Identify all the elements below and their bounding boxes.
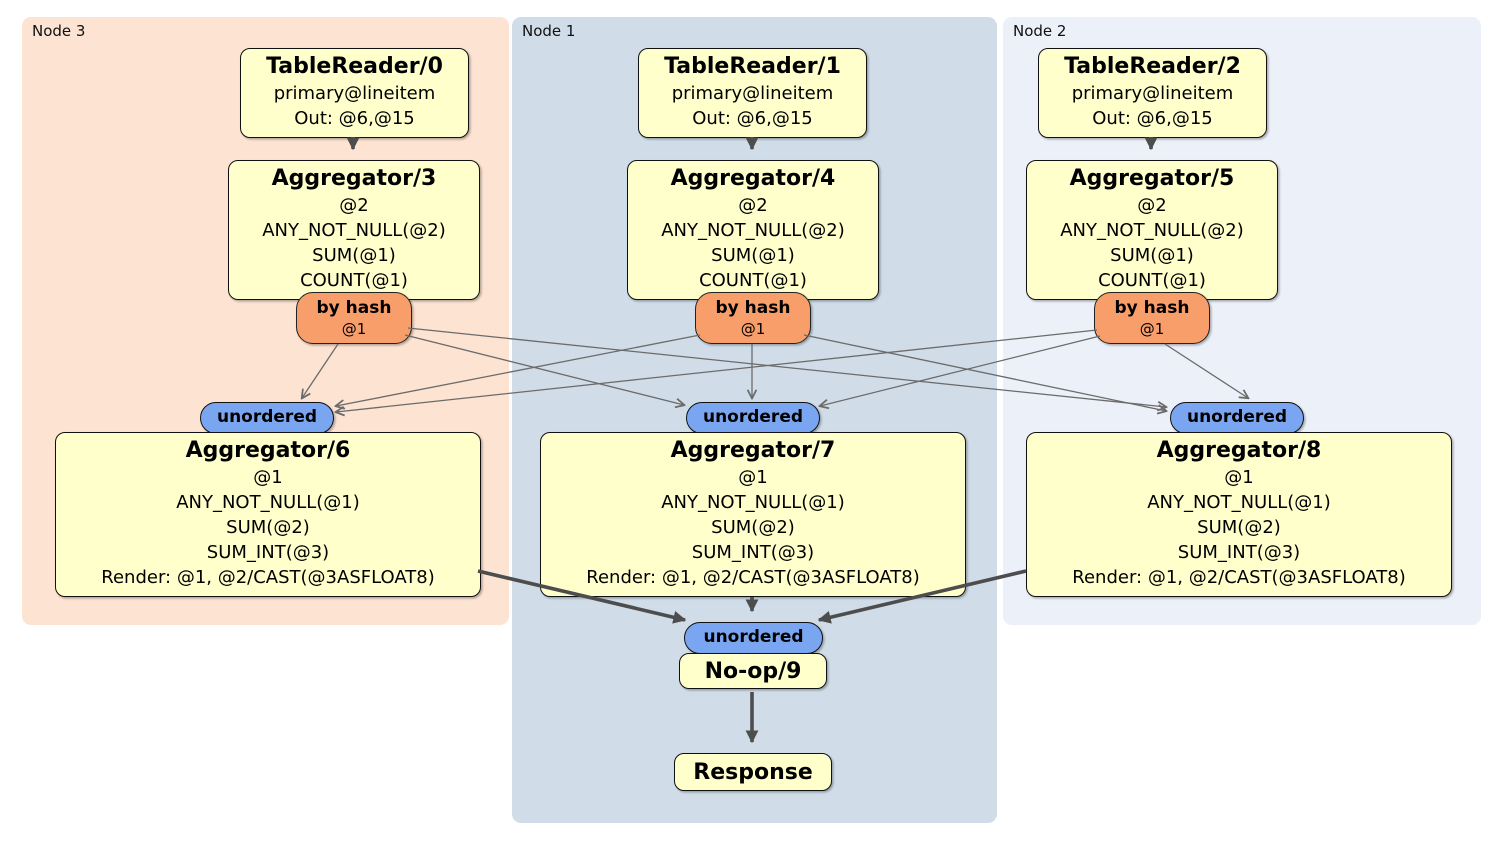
aggregator-4-line: SUM(@1) <box>711 245 795 266</box>
aggregator-4-box: Aggregator/4 @2 ANY_NOT_NULL(@2) SUM(@1)… <box>627 160 879 300</box>
aggregator-4-line: ANY_NOT_NULL(@2) <box>661 220 845 241</box>
aggregator-6-line: SUM_INT(@3) <box>206 542 330 563</box>
tablereader-0-title: TableReader/0 <box>266 54 443 79</box>
aggregator-4-line: @2 <box>738 195 768 216</box>
response-box: Response <box>674 753 832 791</box>
aggregator-7-line: SUM(@2) <box>711 517 795 538</box>
tablereader-1-title: TableReader/1 <box>664 54 841 79</box>
collector-1: unordered <box>686 402 820 434</box>
aggregator-8-box: Aggregator/8 @1 ANY_NOT_NULL(@1) SUM(@2)… <box>1026 432 1452 597</box>
aggregator-5-title: Aggregator/5 <box>1069 166 1235 191</box>
aggregator-6-title: Aggregator/6 <box>185 438 351 463</box>
node-1-label: Node 1 <box>522 22 576 40</box>
aggregator-3-box: Aggregator/3 @2 ANY_NOT_NULL(@2) SUM(@1)… <box>228 160 480 300</box>
tablereader-1-box: TableReader/1 primary@lineitem Out: @6,@… <box>638 48 867 138</box>
node-3-label: Node 3 <box>32 22 86 40</box>
tablereader-2-out: Out: @6,@15 <box>1092 108 1213 129</box>
aggregator-4-title: Aggregator/4 <box>670 166 836 191</box>
aggregator-5-line: ANY_NOT_NULL(@2) <box>1060 220 1244 241</box>
aggregator-7-box: Aggregator/7 @1 ANY_NOT_NULL(@1) SUM(@2)… <box>540 432 966 597</box>
aggregator-8-line: SUM_INT(@3) <box>1177 542 1301 563</box>
aggregator-5-line: SUM(@1) <box>1110 245 1194 266</box>
aggregator-5-line: COUNT(@1) <box>1098 270 1206 291</box>
aggregator-3-line: SUM(@1) <box>312 245 396 266</box>
tablereader-2-index: primary@lineitem <box>1071 83 1234 104</box>
hash-router-1-label: by hash <box>715 298 791 318</box>
aggregator-7-line: SUM_INT(@3) <box>691 542 815 563</box>
aggregator-7-title: Aggregator/7 <box>670 438 836 463</box>
hash-router-0-label: by hash <box>316 298 392 318</box>
aggregator-3-line: ANY_NOT_NULL(@2) <box>262 220 446 241</box>
aggregator-8-title: Aggregator/8 <box>1156 438 1322 463</box>
hash-router-2: by hash @1 <box>1094 292 1210 344</box>
tablereader-2-box: TableReader/2 primary@lineitem Out: @6,@… <box>1038 48 1267 138</box>
aggregator-8-line: Render: @1, @2/CAST(@3ASFLOAT8) <box>1072 567 1406 588</box>
tablereader-1-index: primary@lineitem <box>671 83 834 104</box>
noop-9-box: No-op/9 <box>679 653 827 689</box>
hash-router-2-label: by hash <box>1114 298 1190 318</box>
aggregator-7-line: Render: @1, @2/CAST(@3ASFLOAT8) <box>586 567 920 588</box>
tablereader-0-index: primary@lineitem <box>273 83 436 104</box>
aggregator-5-box: Aggregator/5 @2 ANY_NOT_NULL(@2) SUM(@1)… <box>1026 160 1278 300</box>
tablereader-0-box: TableReader/0 primary@lineitem Out: @6,@… <box>240 48 469 138</box>
hash-router-1: by hash @1 <box>695 292 811 344</box>
aggregator-6-line: Render: @1, @2/CAST(@3ASFLOAT8) <box>101 567 435 588</box>
aggregator-7-line: ANY_NOT_NULL(@1) <box>661 492 845 513</box>
collector-2: unordered <box>1170 402 1304 434</box>
tablereader-2-title: TableReader/2 <box>1064 54 1241 79</box>
hash-router-0-detail: @1 <box>341 320 367 338</box>
aggregator-6-box: Aggregator/6 @1 ANY_NOT_NULL(@1) SUM(@2)… <box>55 432 481 597</box>
collector-0: unordered <box>200 402 334 434</box>
aggregator-4-line: COUNT(@1) <box>699 270 807 291</box>
aggregator-3-line: @2 <box>339 195 369 216</box>
aggregator-6-line: ANY_NOT_NULL(@1) <box>176 492 360 513</box>
aggregator-6-line: SUM(@2) <box>226 517 310 538</box>
hash-router-2-detail: @1 <box>1139 320 1165 338</box>
hash-router-1-detail: @1 <box>740 320 766 338</box>
node-2-label: Node 2 <box>1013 22 1067 40</box>
sink-collector: unordered <box>684 622 823 654</box>
aggregator-8-line: @1 <box>1224 467 1254 488</box>
aggregator-7-line: @1 <box>738 467 768 488</box>
aggregator-3-line: COUNT(@1) <box>300 270 408 291</box>
aggregator-8-line: SUM(@2) <box>1197 517 1281 538</box>
aggregator-6-line: @1 <box>253 467 283 488</box>
tablereader-0-out: Out: @6,@15 <box>294 108 415 129</box>
aggregator-5-line: @2 <box>1137 195 1167 216</box>
hash-router-0: by hash @1 <box>296 292 412 344</box>
aggregator-8-line: ANY_NOT_NULL(@1) <box>1147 492 1331 513</box>
aggregator-3-title: Aggregator/3 <box>271 166 437 191</box>
tablereader-1-out: Out: @6,@15 <box>692 108 813 129</box>
